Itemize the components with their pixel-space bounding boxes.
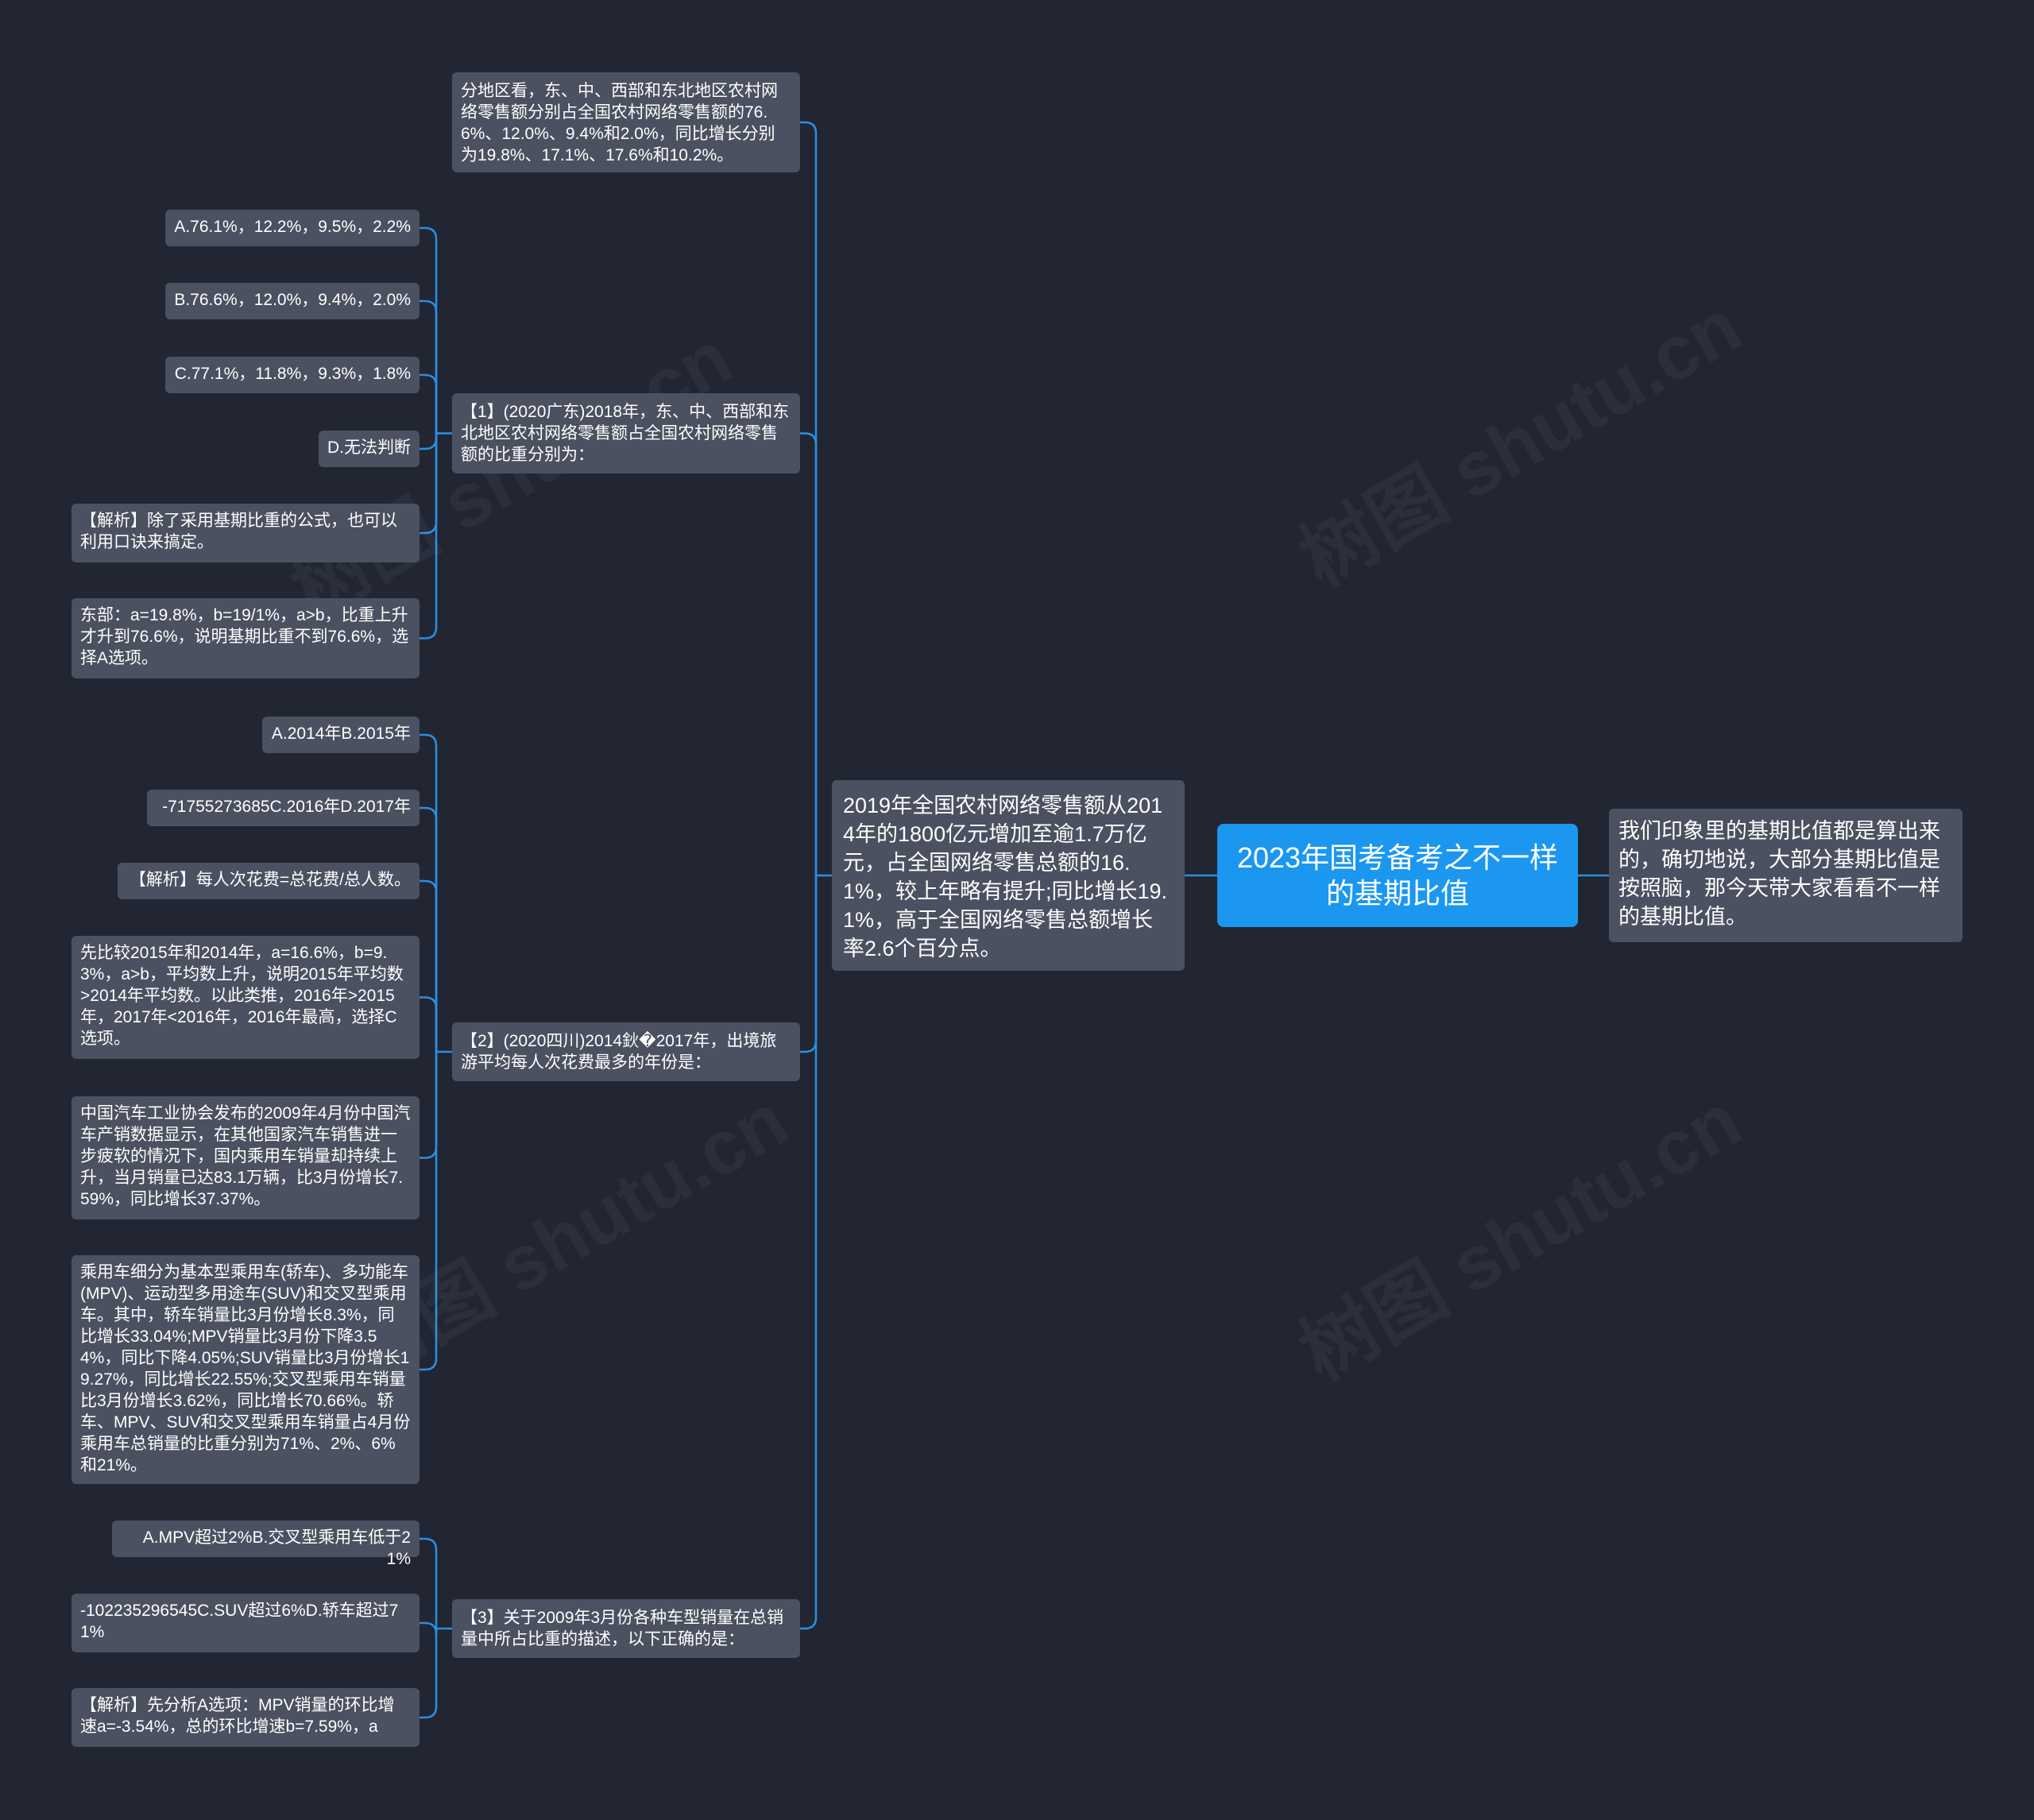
option-a-node[interactable]: A.76.1%，12.2%，9.5%，2.2% [165,210,420,246]
connector-line [420,1537,438,1629]
option-ab-node[interactable]: A.2014年B.2015年 [262,717,420,753]
connector-line [800,875,818,1053]
intro-node[interactable]: 我们印象里的基期比值都是算出来的，确切地说，大部分基期比值是按照脑，那今天带大家… [1609,809,1962,942]
main-branch-node[interactable]: 2019年全国农村网络零售额从2014年的1800亿元增加至逾1.7万亿元，占全… [832,780,1185,971]
connector-line [420,373,438,434]
analysis-detail-node[interactable]: 东部：a=19.8%，b=19/1%，a>b，比重上升才升到76.6%，说明基期… [72,598,420,678]
connector-line [420,806,438,1052]
branch-node-region-data[interactable]: 分地区看，东、中、西部和东北地区农村网络零售额分别占全国农村网络零售额的76.6… [452,72,800,172]
option-b-node[interactable]: B.76.6%，12.0%，9.4%，2.0% [165,283,420,319]
branch-node-question-3[interactable]: 【3】关于2009年3月份各种车型销量在总销量中所占比重的描述，以下正确的是： [452,1599,800,1658]
connector-line [420,1052,438,1371]
branch-node-question-2[interactable]: 【2】(2020四川)2014鈥�2017年，出境旅游平均每人次花费最多的年份是… [452,1022,800,1081]
analysis-node[interactable]: 【解析】除了采用基期比重的公式，也可以利用口诀来搞定。 [72,504,420,562]
connector-line [800,432,818,875]
root-topic[interactable]: 2023年国考备考之不一样的基期比值 [1217,824,1578,927]
connector-line [800,121,818,875]
analysis-detail-node[interactable]: 先比较2015年和2014年，a=16.6%，b=9.3%，a>b，平均数上升，… [72,936,420,1059]
connector-line [420,1621,438,1635]
option-d-node[interactable]: D.无法判断 [319,431,420,467]
connector-line [420,996,438,1052]
connector-line [420,1052,438,1159]
connector-line [420,733,438,1052]
connector-line [800,875,818,1630]
connector-line [420,433,438,450]
connector-line [420,879,438,1052]
analysis-node[interactable]: 【解析】每人次花费=总花费/总人数。 [118,863,420,899]
option-cd-node[interactable]: -102235296545C.SUV超过6%D.轿车超过71% [72,1594,420,1652]
connector-line [420,226,438,434]
connector-line [420,433,438,640]
connector-line [420,299,438,434]
option-cd-node[interactable]: -71755273685C.2016年D.2017年 [147,790,420,826]
analysis-node[interactable]: 【解析】先分析A选项：MPV销量的环比增速a=-3.54%，总的环比增速b=7.… [72,1688,420,1747]
material-detail-node[interactable]: 乘用车细分为基本型乘用车(轿车)、多功能车(MPV)、运动型多用途车(SUV)和… [72,1255,420,1484]
connector-line [420,1629,438,1719]
material-node[interactable]: 中国汽车工业协会发布的2009年4月份中国汽车产销数据显示，在其他国家汽车销售进… [72,1096,420,1219]
branch-node-question-1[interactable]: 【1】(2020广东)2018年，东、中、西部和东北地区农村网络零售额占全国农村… [452,393,800,473]
option-c-node[interactable]: C.77.1%，11.8%，9.3%，1.8% [165,357,420,393]
option-ab-node[interactable]: A.MPV超过2%B.交叉型乘用车低于21% [112,1521,420,1568]
